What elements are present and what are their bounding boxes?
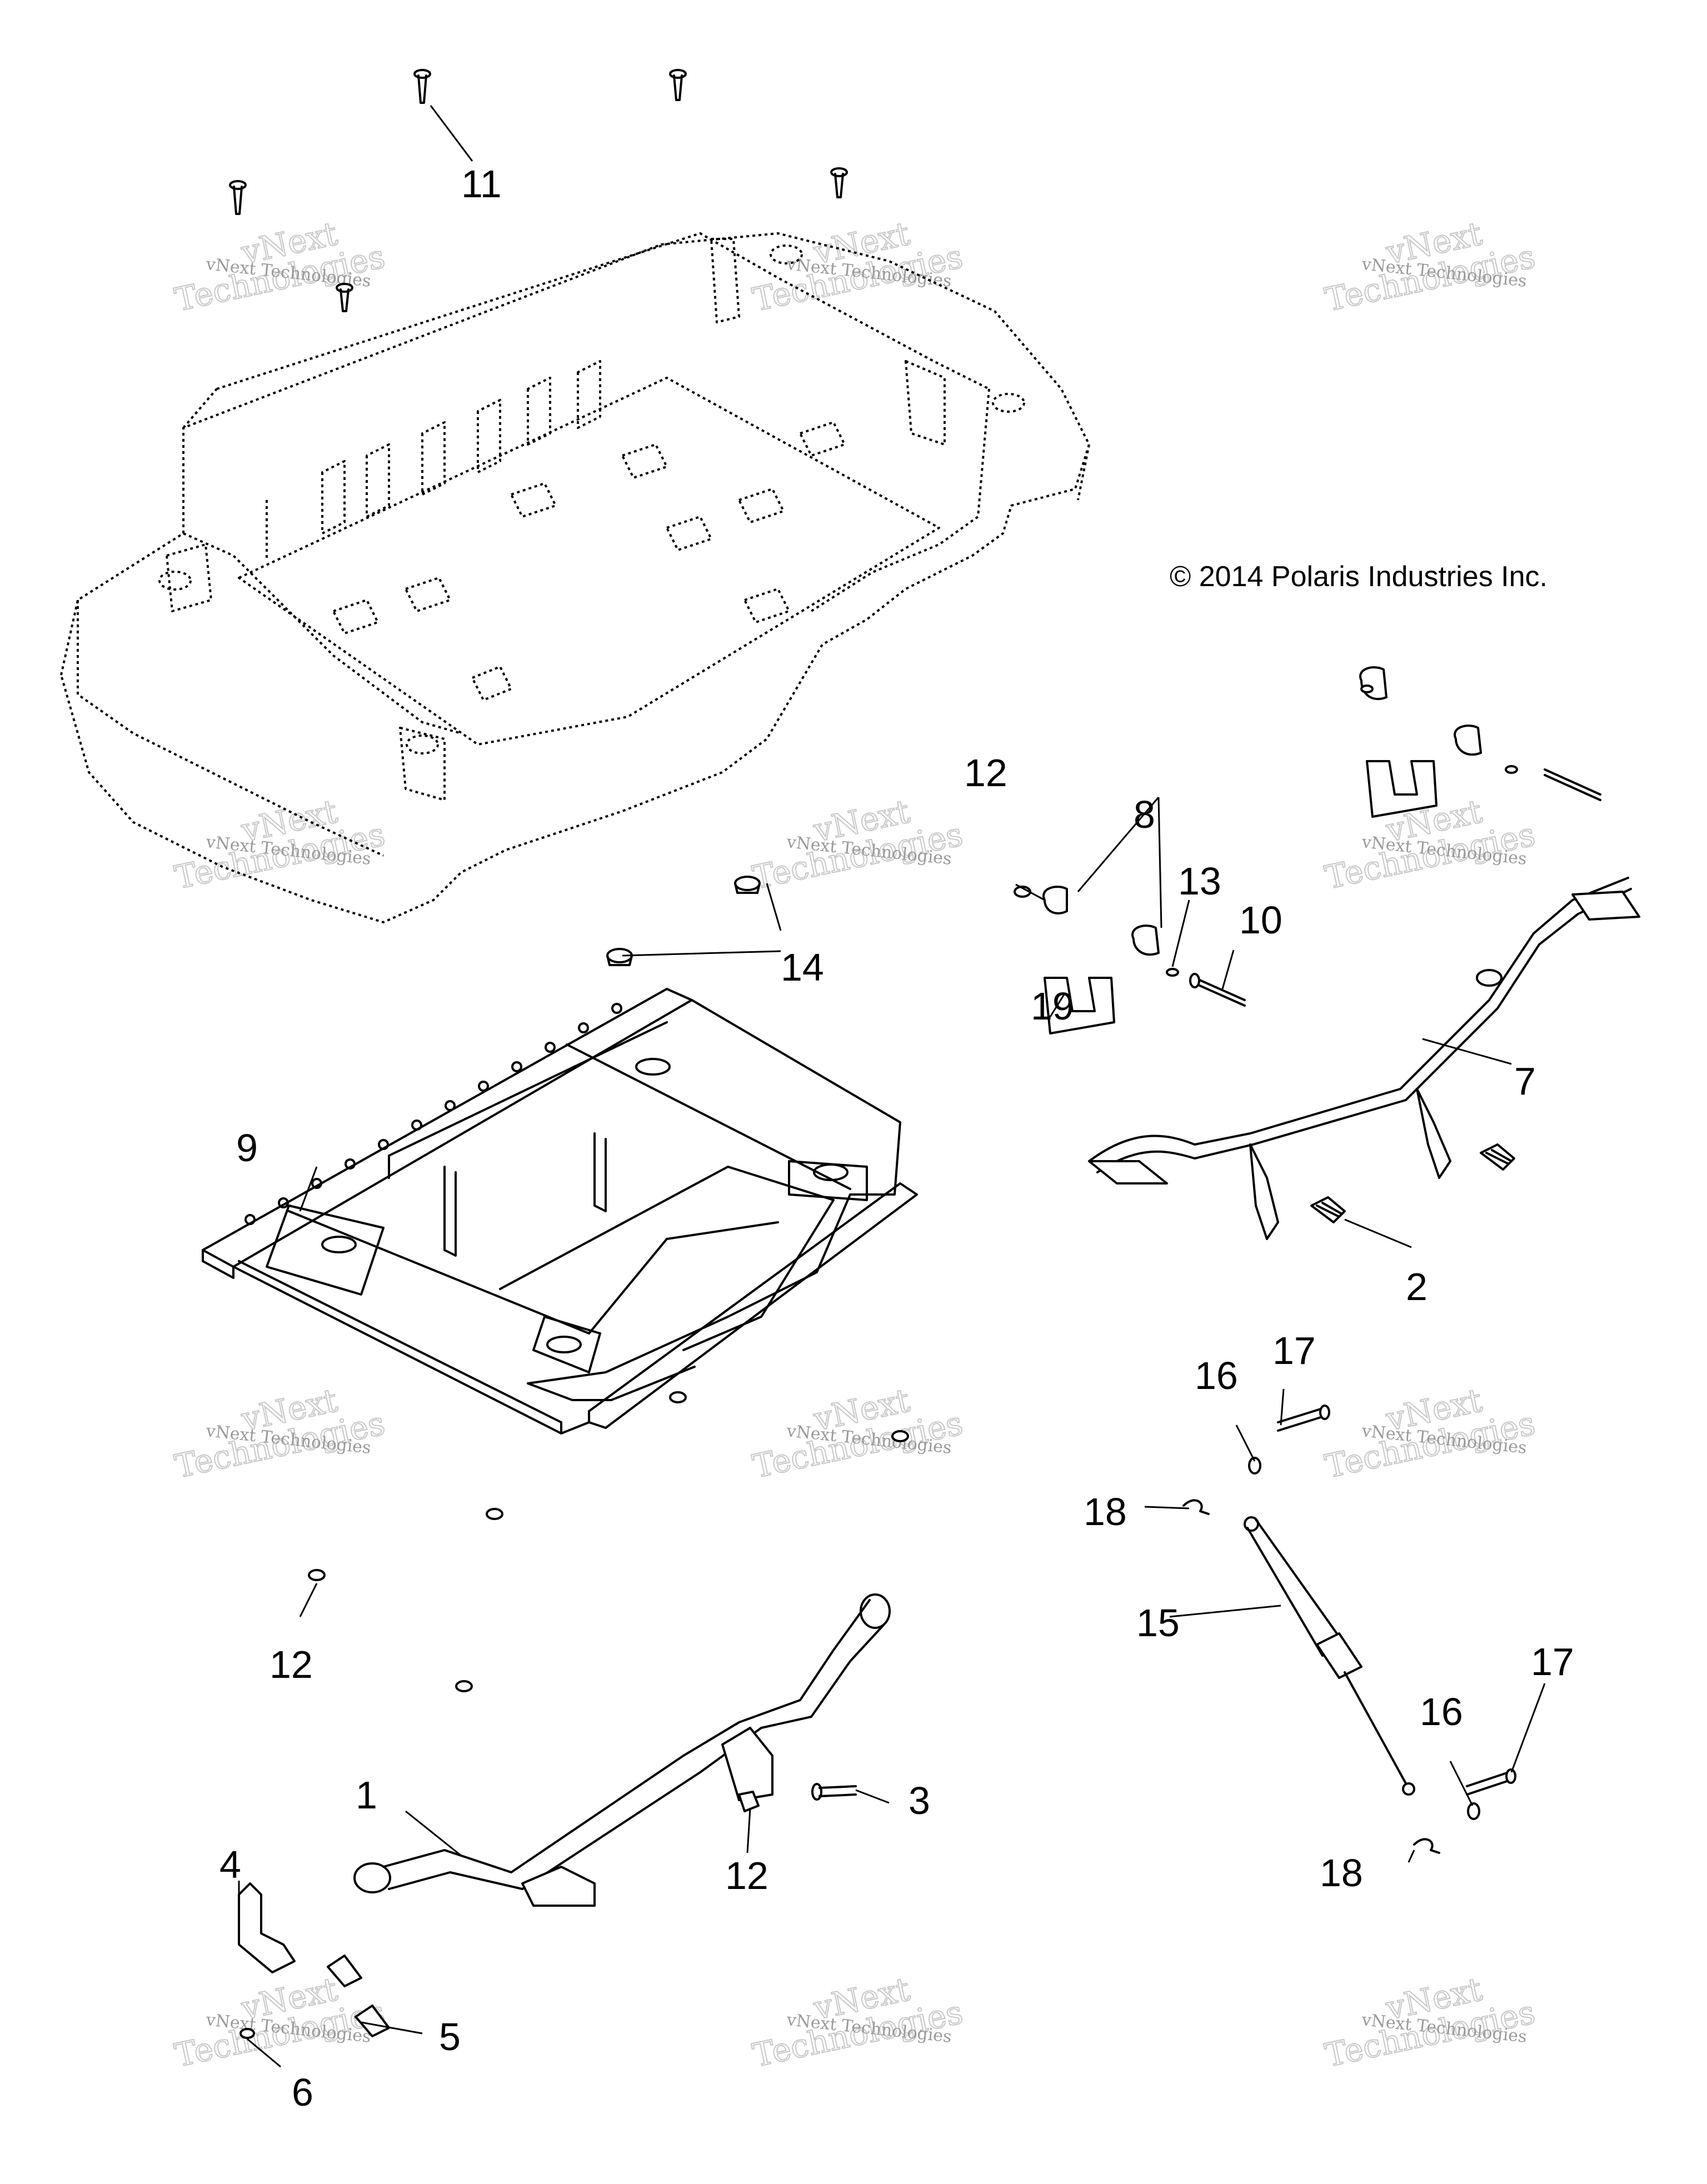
spring-2-group <box>1310 1143 1515 1223</box>
watermark-11: vNext Technologies vNext Technologies <box>749 1970 967 2075</box>
latch-hardware-group <box>1042 666 1601 1034</box>
callout-16-top: 16 <box>1195 1354 1238 1397</box>
screw-11b <box>669 69 687 101</box>
callout-12-bottom: 12 <box>725 1854 768 1897</box>
callout-labels: 11 12 8 13 10 19 14 9 7 2 16 17 18 15 12… <box>219 162 1574 2114</box>
frame-hole-row <box>244 1003 622 1225</box>
callout-14: 14 <box>781 946 824 989</box>
callout-12-top: 12 <box>964 751 1007 794</box>
watermark-1: vNext Technologies vNext Technologies <box>171 214 389 319</box>
callout-6: 6 <box>292 2071 313 2114</box>
grommet-14-group <box>606 876 761 966</box>
watermark-10: vNext Technologies vNext Technologies <box>171 1970 389 2075</box>
latch-bar-1 <box>353 1593 891 1907</box>
callout-8: 8 <box>1134 793 1155 836</box>
gas-strut-15 <box>1244 1516 1415 1796</box>
screw-11-group <box>229 69 848 312</box>
callout-12-left: 12 <box>269 1643 313 1686</box>
callout-16-bottom: 16 <box>1420 1690 1463 1733</box>
watermark-9: vNext Technologies vNext Technologies <box>1321 1381 1539 1486</box>
callout-18-top: 18 <box>1084 1490 1127 1533</box>
nut-12-bottom <box>738 1791 760 1812</box>
watermark-3: vNext Technologies vNext Technologies <box>1321 214 1539 319</box>
callout-5: 5 <box>439 2015 461 2058</box>
screw-11d <box>830 167 848 198</box>
bolt-3 <box>811 1783 857 1801</box>
cargo-box-illustration <box>60 232 1090 923</box>
watermark-6: vNext Technologies vNext Technologies <box>1321 792 1539 897</box>
watermark-8: vNext Technologies vNext Technologies <box>749 1381 967 1486</box>
bracket-4 <box>238 1882 296 1973</box>
screw-11e <box>336 283 353 312</box>
washer-16-group <box>1248 1457 1480 1820</box>
callout-7: 7 <box>1514 1059 1536 1103</box>
watermark-7: vNext Technologies vNext Technologies <box>171 1381 389 1486</box>
callout-15: 15 <box>1136 1601 1180 1645</box>
frame-9-illustration <box>202 988 918 1435</box>
copyright-text: © 2014 Polaris Industries Inc. <box>1170 561 1548 593</box>
leader-lines <box>238 105 1546 2068</box>
screw-11a <box>413 69 431 104</box>
callout-4: 4 <box>219 1843 241 1886</box>
callout-13: 13 <box>1178 859 1221 903</box>
watermark-4: vNext Technologies vNext Technologies <box>171 792 389 897</box>
callout-18-bottom: 18 <box>1320 1851 1363 1895</box>
callout-9: 9 <box>236 1126 258 1170</box>
callout-2: 2 <box>1406 1265 1428 1308</box>
callout-19: 19 <box>1031 984 1074 1028</box>
screw-11c <box>229 180 247 215</box>
watermark-2: vNext Technologies vNext Technologies <box>749 214 967 319</box>
callout-3: 3 <box>909 1779 930 1822</box>
nut-12-group <box>308 886 1031 1692</box>
washer-6 <box>239 2028 255 2039</box>
watermark-5: vNext Technologies vNext Technologies <box>749 792 967 897</box>
watermark-12: vNext Technologies vNext Technologies <box>1321 1970 1539 2075</box>
callout-1: 1 <box>356 1773 377 1817</box>
clip-18-group <box>1182 1499 1440 1854</box>
latch-bar-7 <box>1088 877 1640 1240</box>
callout-10: 10 <box>1239 898 1282 942</box>
pin-17-group <box>1277 1405 1516 1796</box>
callout-17-bottom: 17 <box>1531 1640 1574 1683</box>
callout-17-top: 17 <box>1272 1329 1316 1372</box>
callout-11: 11 <box>461 162 502 206</box>
